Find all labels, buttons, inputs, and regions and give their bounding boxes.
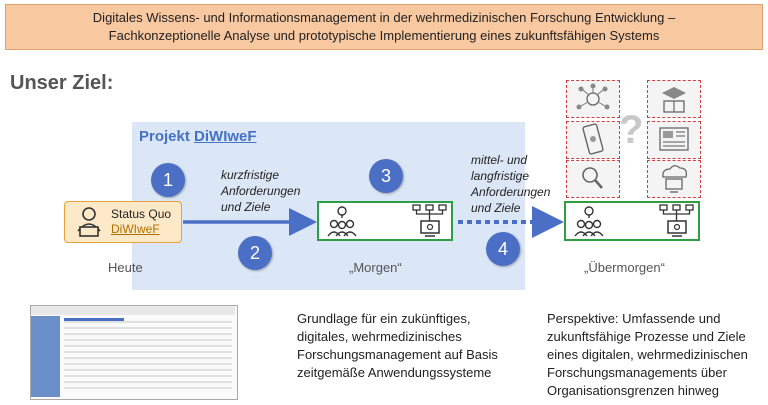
arrow-2-label-line: mittel- und [471, 153, 528, 167]
arrow-2-label-line: langfristige [471, 169, 530, 183]
idea-people-icon [574, 206, 604, 237]
globe-network-icon [576, 83, 610, 110]
status-quo-name: DiWIweF [111, 222, 160, 236]
arrow-1-label-line: Anforderungen [221, 184, 301, 198]
idea-people-icon [327, 206, 357, 237]
future-item-phone [566, 121, 620, 159]
status-quo-label: Status Quo DiWIweF [111, 207, 171, 237]
text-line: zeitgemäße Anwendungssysteme [297, 365, 492, 380]
network-computer-icon [412, 204, 447, 237]
future-item-globe [566, 80, 620, 118]
step-4-badge: 4 [486, 232, 520, 266]
network-computer-icon [659, 204, 694, 237]
project-name: DiWIweF [194, 128, 257, 145]
magnifier-icon [582, 167, 603, 189]
school-icon [662, 87, 686, 113]
text-line: Perspektive: Umfassende und [547, 311, 721, 326]
thumbnail-titlebar [31, 306, 235, 315]
future-item-cloud [647, 160, 701, 198]
text-line: Forschungsmanagements über [547, 365, 727, 380]
text-uebermorgen: Perspektive: Umfassende und zukunftsfähi… [547, 310, 748, 400]
text-line: digitales, wehrmedizinisches [297, 329, 462, 344]
text-morgen: Grundlage für ein zukünftiges, digitales… [297, 310, 498, 382]
arrow-2-label: mittel- und langfristige Anforderungen u… [471, 152, 550, 216]
future-item-school [647, 80, 701, 118]
arrow-2-label-line: und Ziele [471, 201, 521, 215]
arrow-1-label-line: kurzfristige [221, 168, 280, 182]
smartphone-icon [582, 123, 604, 155]
step-1-badge: 1 [151, 163, 185, 197]
title-banner: Digitales Wissens- und Informationsmanag… [5, 4, 763, 50]
text-line: zukunftsfähige Prozesse und Ziele [547, 329, 746, 344]
caption-uebermorgen: „Übermorgen“ [584, 260, 665, 275]
goal-heading: Unser Ziel: [10, 72, 114, 94]
thumbnail-sidebar [31, 316, 60, 397]
text-line: eines digitalen, wehrmedizinischen [547, 347, 748, 362]
caption-heute: Heute [108, 260, 143, 275]
caption-morgen: „Morgen“ [349, 260, 402, 275]
newspaper-icon [659, 127, 689, 151]
arrow-2-label-line: Anforderungen [471, 185, 551, 199]
project-prefix: Projekt [139, 128, 195, 145]
future-item-search [566, 160, 620, 198]
status-quo-line: Status Quo [111, 207, 172, 221]
arrow-1-label: kurzfristige Anforderungen und Ziele [221, 167, 300, 215]
person-laptop-icon [77, 207, 101, 237]
text-line: Organisationsgrenzen hinweg [547, 383, 719, 398]
question-mark: ? [619, 108, 644, 152]
cloud-computer-icon [662, 165, 688, 193]
thumbnail-content [64, 318, 232, 389]
step-2-badge: 2 [238, 236, 272, 270]
step-3-badge: 3 [369, 159, 403, 193]
text-line: Forschungsmanagement auf Basis [297, 347, 498, 362]
project-title: Projekt DiWIweF [139, 128, 257, 145]
arrow-1-label-line: und Ziele [221, 200, 271, 214]
text-line: Grundlage für ein zukünftiges, [297, 311, 471, 326]
banner-line-2: Fachkonzeptionelle Analyse und prototypi… [108, 28, 660, 43]
future-item-news [647, 121, 701, 159]
banner-line-1: Digitales Wissens- und Informationsmanag… [92, 10, 676, 25]
